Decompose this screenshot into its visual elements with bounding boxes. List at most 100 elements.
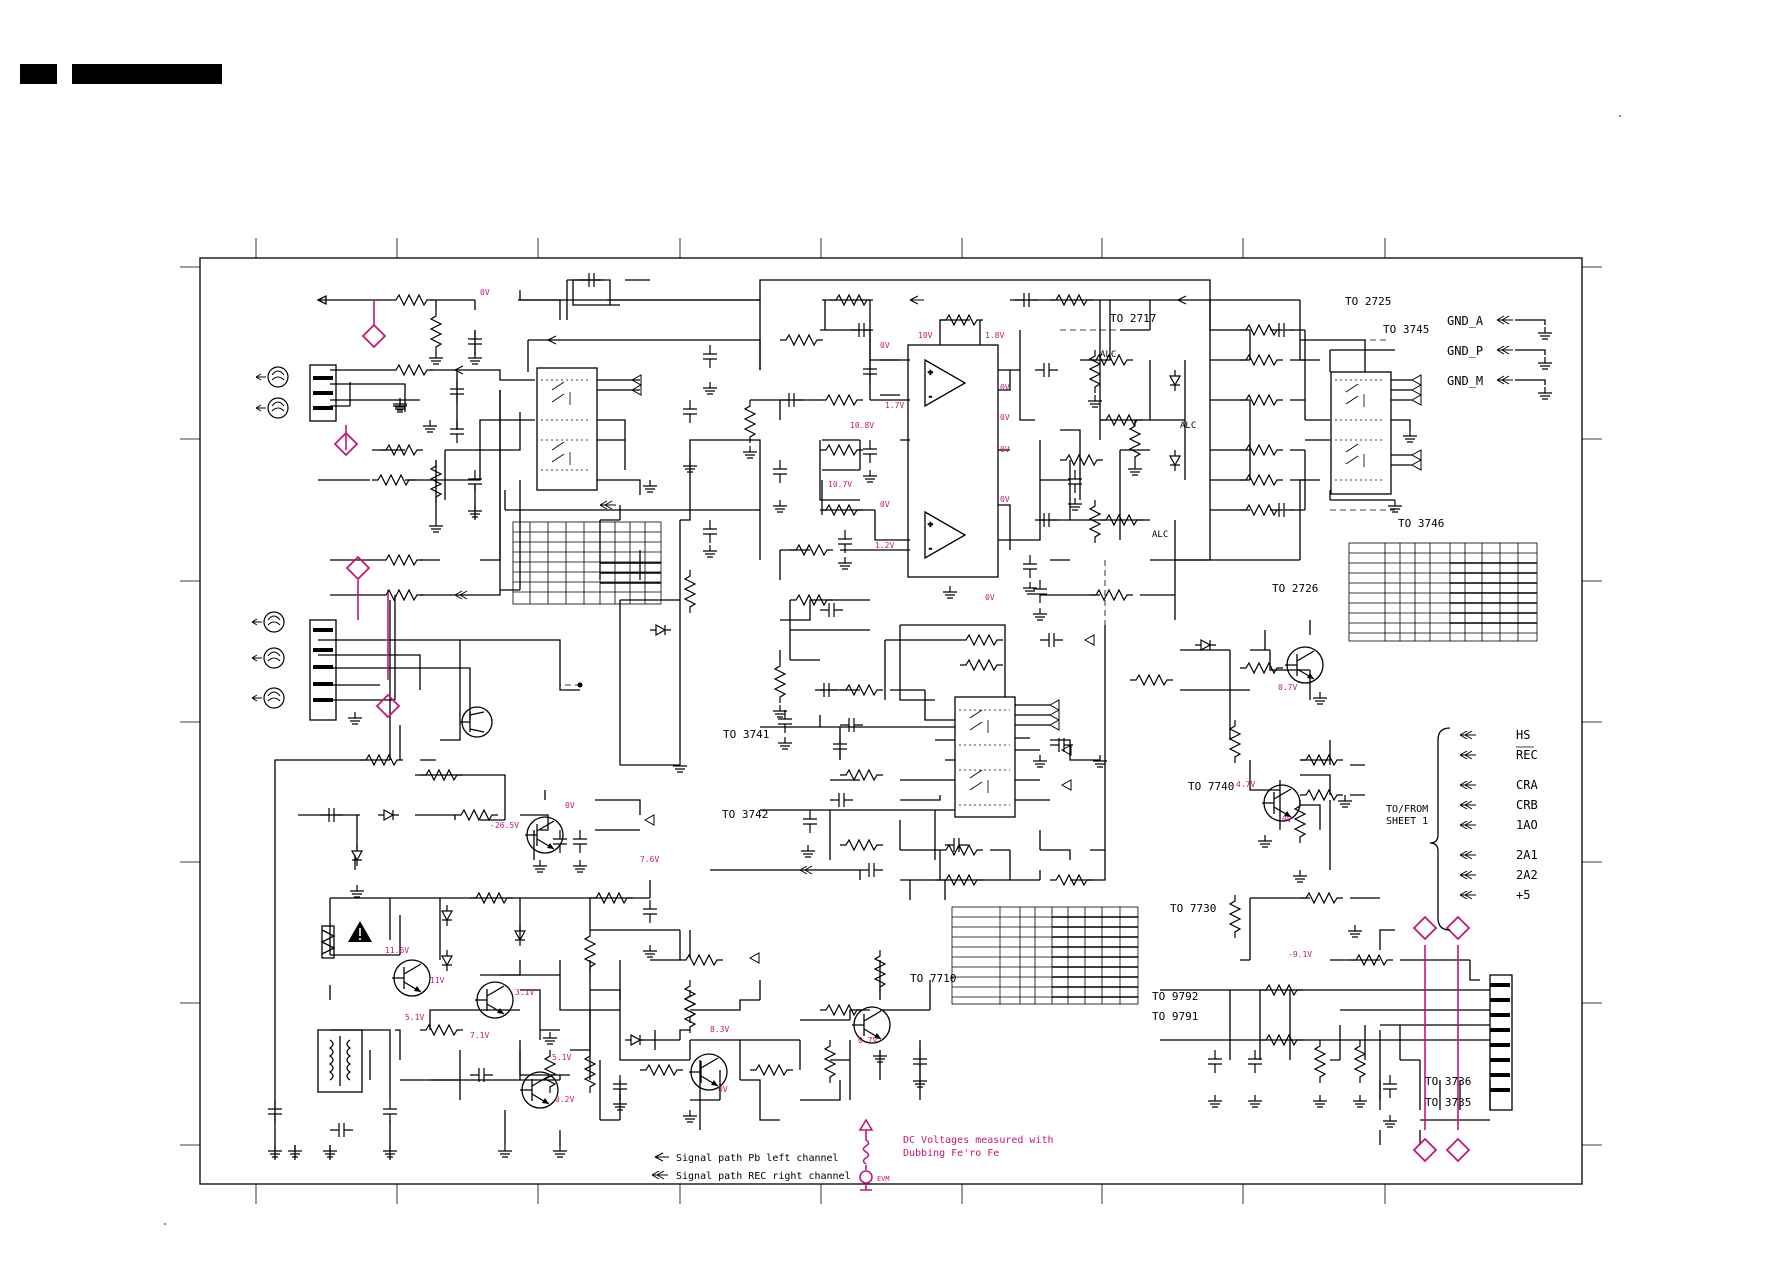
ref-to-3746: TO 3746 (1398, 517, 1444, 530)
alc-labels: ALC ALC ALC (1100, 350, 1196, 540)
voltage-v15: -26.5V (490, 821, 519, 830)
gnd-a-label: GND_A (1447, 314, 1484, 328)
wiring (274, 279, 1513, 1160)
voltage-v23: 5.1V (552, 1053, 571, 1062)
voltage-v24: 0.2V (555, 1095, 574, 1104)
legend-dc-line2: Dubbing Fe'ro Fe (903, 1148, 999, 1159)
svg-text:-: - (928, 544, 933, 553)
page-number-box (20, 64, 57, 84)
ref-to-2726: TO 2726 (1272, 582, 1318, 595)
drawing-frame (199, 257, 1583, 1185)
legend-pb-left: Signal path Pb left channel (676, 1153, 839, 1164)
voltage-v12: 0V (1000, 445, 1010, 454)
analog-switch-ic-left (536, 367, 598, 491)
dual-opamp-ic (907, 344, 999, 578)
voltage-v10: 0V (1000, 383, 1010, 392)
connector-arrows (631, 374, 1422, 964)
ref-to-3736: TO 3736 (1425, 1075, 1471, 1088)
svg-text:-: - (928, 392, 933, 401)
analog-switch-ic-right (1330, 371, 1392, 495)
voltage-v16: 0V (565, 801, 575, 810)
signal-2a2: 2A2 (1516, 868, 1538, 882)
connector-left-middle (309, 619, 337, 721)
voltage-v20: 5.1V (405, 1013, 424, 1022)
transformer (317, 1029, 363, 1093)
ref-to-3741: TO 3741 (723, 728, 769, 741)
gnd-m-label: GND_M (1447, 374, 1483, 388)
signal-hs: HS (1516, 728, 1530, 742)
voltage-v11: 0V (1000, 413, 1010, 422)
signal-path-arrows (454, 295, 1514, 1180)
tape-heads (251, 366, 289, 709)
opamp-symbols: + - + - (924, 358, 967, 560)
voltage-v31: -9.1V (1288, 950, 1312, 959)
dashed-links (559, 329, 1395, 720)
voltage-v28: 0.7V (1278, 683, 1297, 692)
thermal-fuse (320, 925, 336, 959)
voltage-v8: 0V (880, 500, 890, 509)
ref-to-3735: TO 3735 (1425, 1096, 1471, 1109)
voltage-v17: 7.6V (640, 855, 659, 864)
ref-to-7730: TO 7730 (1170, 902, 1216, 915)
grid-ticks (180, 238, 1602, 1204)
signal-crb: CRB (1516, 798, 1538, 812)
svg-text:+: + (928, 368, 933, 377)
table-bottom (951, 906, 1139, 1005)
reference-labels: TO 2725 TO 2717 TO 3745 TO 3746 TO 2726 … (722, 295, 1471, 1109)
alc-label-bottom: ALC (1152, 530, 1168, 540)
transistors (391, 646, 1324, 1109)
warning-icon (348, 921, 372, 942)
ref-to-9792: TO 9792 (1152, 990, 1198, 1003)
to-from-heading-2: SHEET 1 (1386, 816, 1428, 827)
voltage-v13: 0V (1000, 495, 1010, 504)
to-from-sheet-block: TO/FROM SHEET 1 HS REC CRA CRB 1AO 2A1 2… (1386, 727, 1538, 931)
connector-left-top (309, 364, 337, 422)
signal-cra: CRA (1516, 778, 1538, 792)
voltage-v14: 0V (985, 593, 995, 602)
table-left (512, 521, 662, 605)
switch-internals (541, 379, 1385, 806)
signal-2a1: 2A1 (1516, 848, 1538, 862)
voltage-v26: 0V (718, 1085, 728, 1094)
voltage-v1: 0V (480, 288, 490, 297)
legend-rec-right: Signal path REC right channel (676, 1171, 851, 1182)
voltage-v21: 7.1V (470, 1031, 489, 1040)
voltage-v27: 0.7V (858, 1036, 877, 1045)
signal-1ao: 1AO (1516, 818, 1538, 832)
ref-to-7710: TO 7710 (910, 972, 956, 985)
voltage-v3: 10V (918, 331, 933, 340)
voltage-v22: 3.1V (515, 988, 534, 997)
voltage-v19: 11V (430, 976, 445, 985)
ref-to-2717: TO 2717 (1110, 312, 1156, 325)
resistors (359, 294, 1394, 1094)
alc-label-top: ALC (1100, 350, 1116, 360)
legend-evm-label: EVM (877, 1175, 890, 1183)
ref-to-7740: TO 7740 (1188, 780, 1234, 793)
ref-to-3742: TO 3742 (722, 808, 768, 821)
voltage-annotations: 0V 0V 10V 1.8V 1.7V 10.8V 10.7V 0V 1.2V … (385, 288, 1312, 1104)
voltage-v4: 1.8V (985, 331, 1004, 340)
voltage-v9: 1.2V (875, 541, 894, 550)
voltage-v7: 10.7V (828, 480, 852, 489)
connector-right (1489, 974, 1513, 1111)
ref-to-2725: TO 2725 (1345, 295, 1391, 308)
voltage-v25: 8.3V (710, 1025, 729, 1034)
gnd-p-label: GND_P (1447, 344, 1483, 358)
section-title-box (72, 64, 222, 84)
voltage-v2: 0V (880, 341, 890, 350)
voltage-v18: 11.6V (385, 946, 409, 955)
voltage-v29: 4.7V (1236, 780, 1255, 789)
alc-label-right: ALC (1180, 421, 1196, 431)
voltage-v30: 0V (1282, 815, 1292, 824)
ref-to-9791: TO 9791 (1152, 1010, 1198, 1023)
legend-dc-line1: DC Voltages measured with (903, 1135, 1054, 1146)
ref-to-3745: TO 3745 (1383, 323, 1429, 336)
voltage-v5: 1.7V (885, 401, 904, 410)
table-right (1348, 542, 1538, 642)
analog-switch-ic-center (954, 696, 1016, 818)
to-from-heading-1: TO/FROM (1386, 804, 1428, 815)
voltage-v6: 10.8V (850, 421, 874, 430)
ground-symbols (267, 326, 1553, 1158)
legend: Signal path Pb left channel Signal path … (676, 1118, 1054, 1191)
